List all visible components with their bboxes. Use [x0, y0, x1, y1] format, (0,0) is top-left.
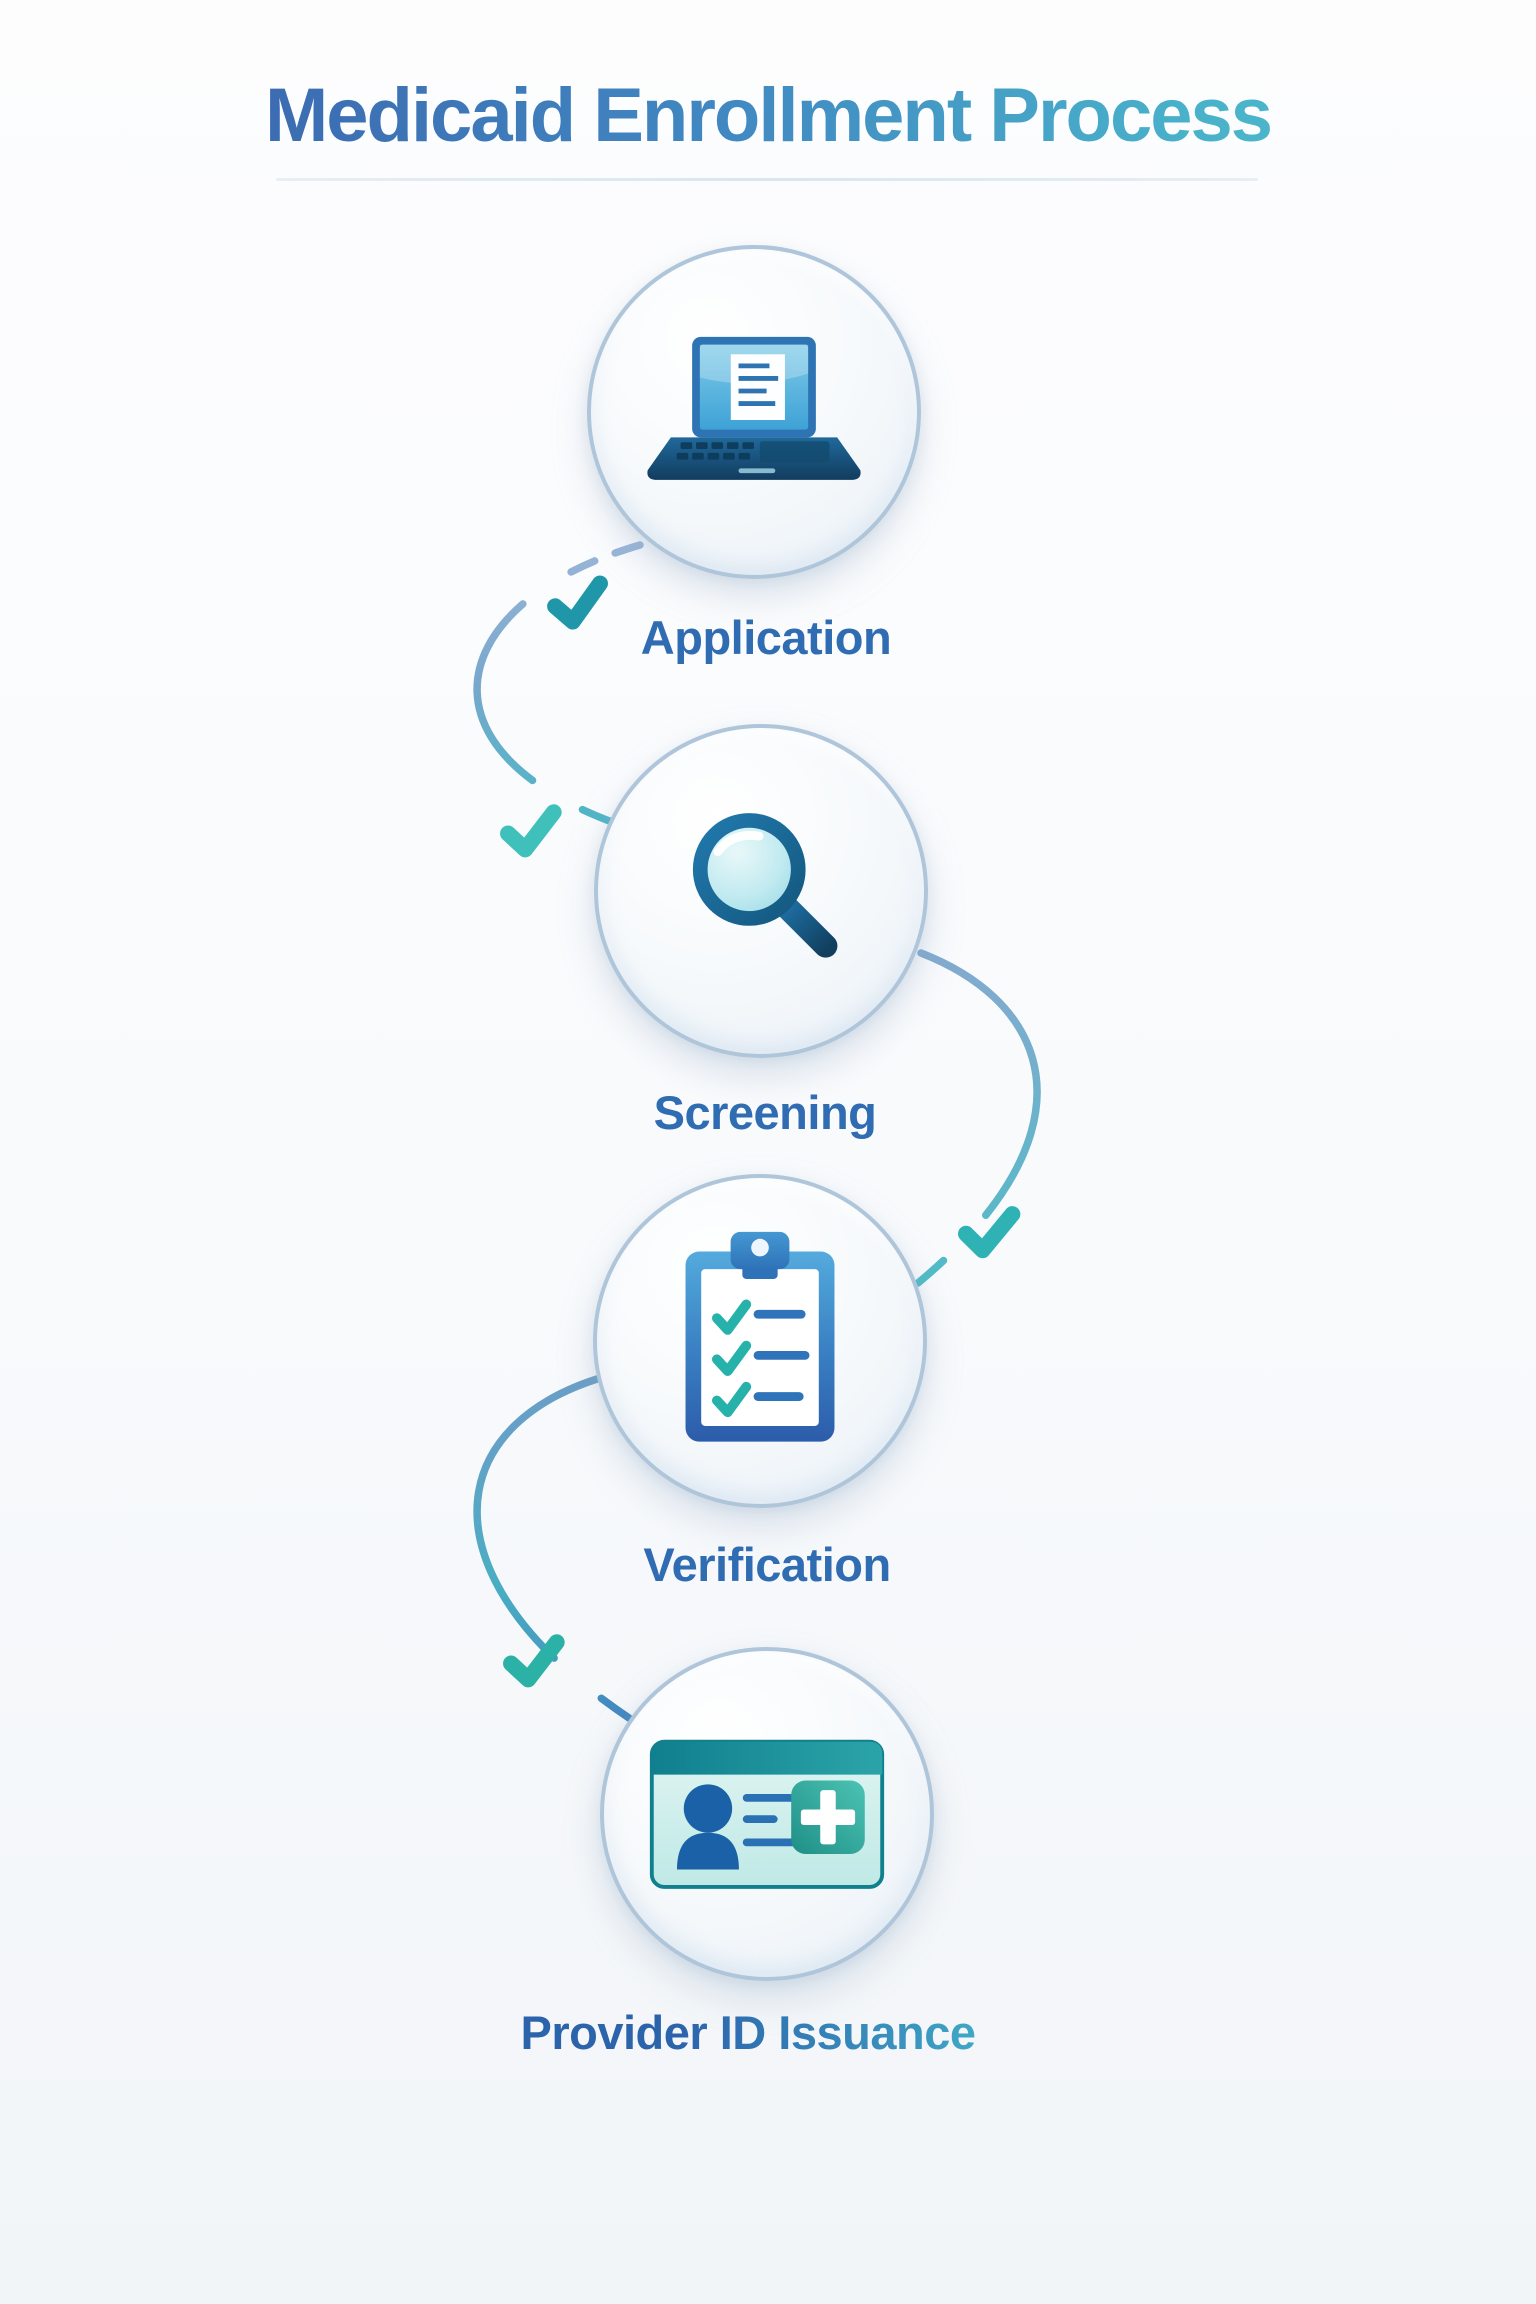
- checkmark-icon: [500, 804, 562, 858]
- page-title: Medicaid Enrollment Process: [0, 72, 1536, 159]
- step-circle-verification: [593, 1174, 927, 1508]
- checkmark-icon: [547, 575, 608, 630]
- checkmark-icon: [958, 1206, 1021, 1259]
- step-circle-application: [587, 245, 921, 579]
- title-divider: [276, 178, 1258, 181]
- clipboard-checklist-icon: [685, 1232, 835, 1442]
- magnifying-glass-icon: [692, 813, 838, 958]
- step-label-application: Application: [640, 611, 892, 664]
- step-circle-provider-id: [600, 1647, 934, 1981]
- step-label-screening: Screening: [653, 1086, 877, 1139]
- step-label-provider-id: Provider ID Issuance: [520, 2006, 976, 2059]
- checkmark-icon: [503, 1634, 565, 1688]
- connector-application-screening: [473, 541, 644, 826]
- id-card-icon: [649, 1739, 885, 1889]
- step-circle-screening: [594, 724, 928, 1058]
- step-label-verification: Verification: [643, 1538, 891, 1591]
- connector-screening-verification: [914, 949, 1041, 1287]
- laptop-icon: [647, 336, 861, 480]
- connector-verification-providerid: [473, 1375, 633, 1722]
